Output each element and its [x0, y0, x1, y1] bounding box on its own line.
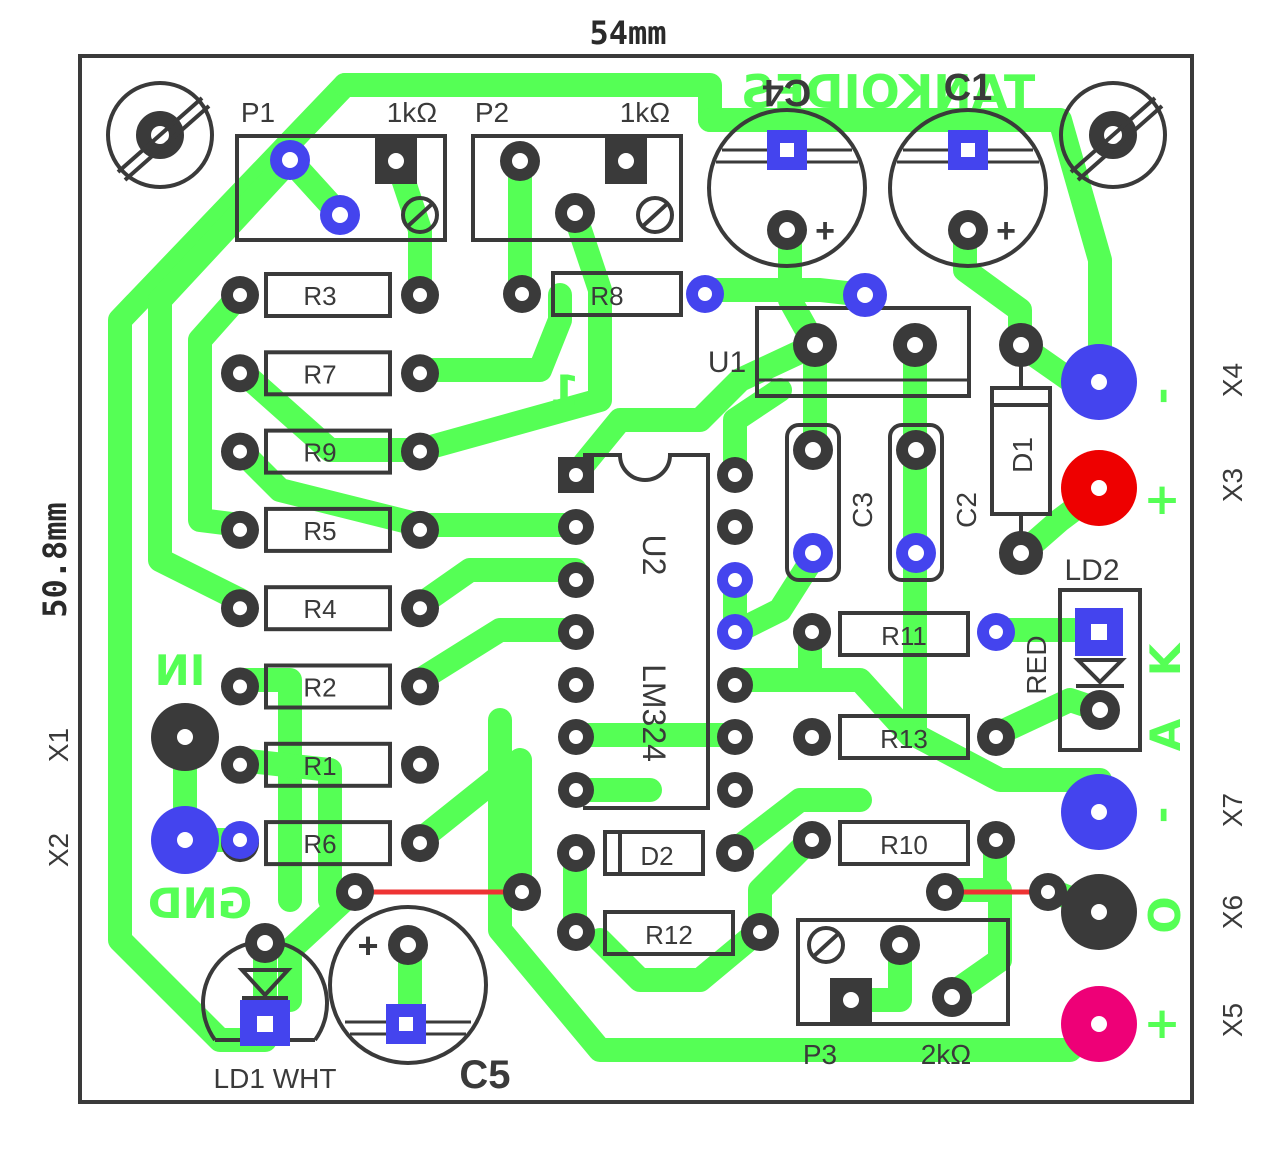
- board-width-label: 54mm: [589, 14, 666, 52]
- d1-label: D1: [1007, 437, 1038, 473]
- resistor-label: R4: [303, 594, 336, 624]
- x3-plus-mark: +: [1144, 474, 1181, 525]
- resistor-label: R1: [303, 751, 336, 781]
- u2-part-label: LM324: [636, 664, 672, 762]
- resistor-r8: R8: [503, 271, 724, 317]
- r8-label: R8: [590, 281, 623, 311]
- pad-x6: [1061, 874, 1137, 950]
- ic-u2: U2 LM324: [558, 453, 753, 810]
- p3-label: P3: [803, 1039, 837, 1070]
- u2-label: U2: [636, 535, 672, 576]
- pin1-copper-text: 1: [550, 366, 579, 415]
- mounting-hole: [1059, 81, 1167, 189]
- x3-label: X3: [1217, 468, 1248, 502]
- resistor-label: R5: [303, 516, 336, 546]
- capacitor-c1: + C1: [888, 67, 1048, 268]
- p3-value: 2kΩ: [921, 1039, 972, 1070]
- potentiometer-p3: P3 2kΩ: [796, 918, 1010, 1070]
- ld2-a-mark: A: [1141, 718, 1190, 751]
- x2-label: X2: [43, 833, 74, 867]
- in-copper-text: IN: [155, 646, 206, 695]
- diode-d1: D1: [990, 323, 1052, 575]
- pad-x2: [151, 806, 219, 874]
- x7-minus-mark: -: [1139, 807, 1185, 824]
- resistor-r5: R5: [221, 506, 439, 553]
- x7-label: X7: [1217, 793, 1248, 827]
- p2-label: P2: [475, 97, 509, 128]
- x1-label: X1: [43, 728, 74, 762]
- resistor-r10: R10: [793, 820, 1015, 866]
- pad-x3: [1061, 450, 1137, 526]
- mounting-hole: [106, 81, 214, 189]
- resistor-r3: R3: [221, 272, 439, 318]
- diode-d2: D2: [557, 830, 754, 876]
- resistor-label: R3: [303, 281, 336, 311]
- c1-label: C1: [944, 67, 993, 109]
- via: [221, 140, 360, 859]
- capacitor-c2: C2: [888, 423, 982, 582]
- pad-x5: [1061, 986, 1137, 1062]
- p2-value: 1kΩ: [620, 97, 671, 128]
- p1-label: P1: [241, 97, 275, 128]
- ld1-label: LD1 WHT: [214, 1063, 337, 1094]
- regulator-u1: U1: [708, 273, 971, 398]
- c5-plus-mark: +: [357, 925, 378, 966]
- ld2-k-mark: K: [1141, 642, 1190, 676]
- resistor-r7: R7: [221, 350, 439, 397]
- potentiometer-p2: P2 1kΩ: [471, 97, 683, 242]
- c4-label: C4: [763, 71, 812, 113]
- resistor-r13: R13: [793, 714, 1015, 760]
- ld2-color-label: RED: [1021, 635, 1052, 694]
- resistor-r4: R4: [221, 585, 439, 632]
- pad-x4: [1061, 344, 1137, 420]
- capacitor-c3: C3: [785, 423, 878, 582]
- x4-label: X4: [1217, 363, 1248, 397]
- c4-plus-mark: +: [815, 212, 835, 250]
- resistor-r9: R9: [221, 428, 439, 475]
- led-ld1: LD1 WHT: [201, 923, 337, 1094]
- potentiometer-p1: P1 1kΩ: [235, 97, 447, 242]
- x4-minus-mark: -: [1139, 388, 1185, 405]
- c1-plus-mark: +: [996, 212, 1016, 250]
- resistor-r11: R11: [793, 611, 1015, 657]
- resistor-label: R2: [303, 673, 336, 703]
- capacitor-c5: + C5: [328, 905, 511, 1097]
- x5-label: X5: [1217, 1003, 1248, 1037]
- r13-label: R13: [880, 724, 928, 754]
- board-height-label: 50.8mm: [36, 502, 74, 618]
- jumper-pad: [336, 873, 1067, 911]
- resistor-r1: R1: [221, 741, 439, 788]
- led-ld2: LD2 RED: [1021, 554, 1142, 752]
- c2-label: C2: [951, 492, 982, 528]
- resistor-label: R9: [303, 438, 336, 468]
- pad-x7: [1061, 774, 1137, 850]
- ld2-label: LD2: [1064, 554, 1119, 587]
- resistor-label: R7: [303, 359, 336, 389]
- out-copper-text: O: [1140, 896, 1191, 933]
- r10-label: R10: [880, 830, 928, 860]
- x6-label: X6: [1217, 895, 1248, 929]
- u1-label: U1: [708, 346, 746, 379]
- resistor-r12: R12: [557, 910, 779, 956]
- c3-label: C3: [847, 492, 878, 528]
- d2-label: D2: [640, 841, 673, 871]
- r11-label: R11: [881, 621, 927, 651]
- r12-label: R12: [645, 920, 693, 950]
- p1-value: 1kΩ: [387, 97, 438, 128]
- gnd-copper-text: GND: [148, 879, 253, 928]
- resistor-r2: R2: [221, 663, 439, 710]
- pad-x1: [151, 703, 219, 771]
- c5-label: C5: [459, 1053, 510, 1097]
- x5-plus-mark: +: [1144, 998, 1181, 1049]
- resistor-label: R6: [303, 829, 336, 859]
- capacitor-c4: + C4: [707, 71, 867, 268]
